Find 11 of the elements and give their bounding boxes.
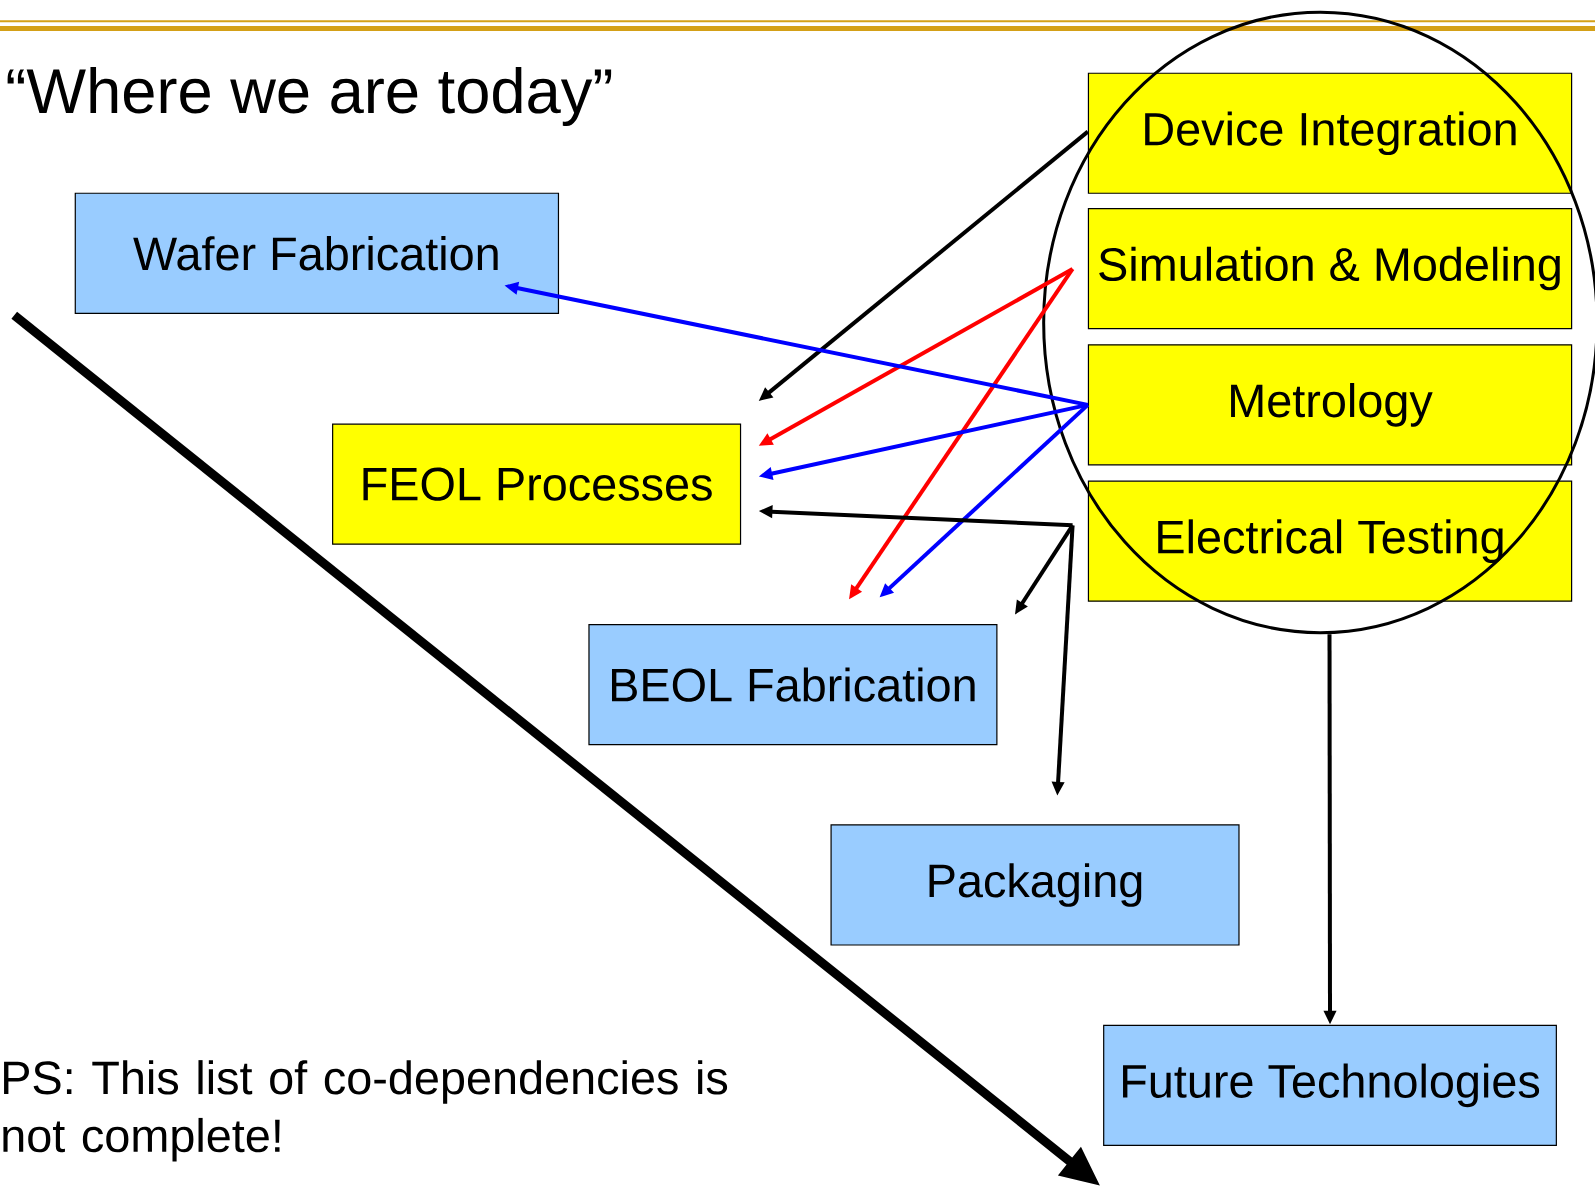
process-box: Simulation & Modeling (1087, 207, 1573, 330)
process-box: Packaging (830, 824, 1240, 946)
process-box: Wafer Fabrication (74, 192, 560, 314)
process-box: BEOL Fabrication (588, 623, 998, 746)
process-box: Electrical Testing (1087, 480, 1573, 602)
process-box: Future Technologies (1103, 1024, 1557, 1146)
note: PS: This list of co-dependencies is not complete! (3, 1060, 728, 1162)
title: “Where we are today” (7, 67, 612, 126)
process-box: Metrology (1087, 344, 1573, 466)
process-box: FEOL Processes (332, 423, 742, 545)
process-box: Device Integration (1087, 72, 1573, 194)
